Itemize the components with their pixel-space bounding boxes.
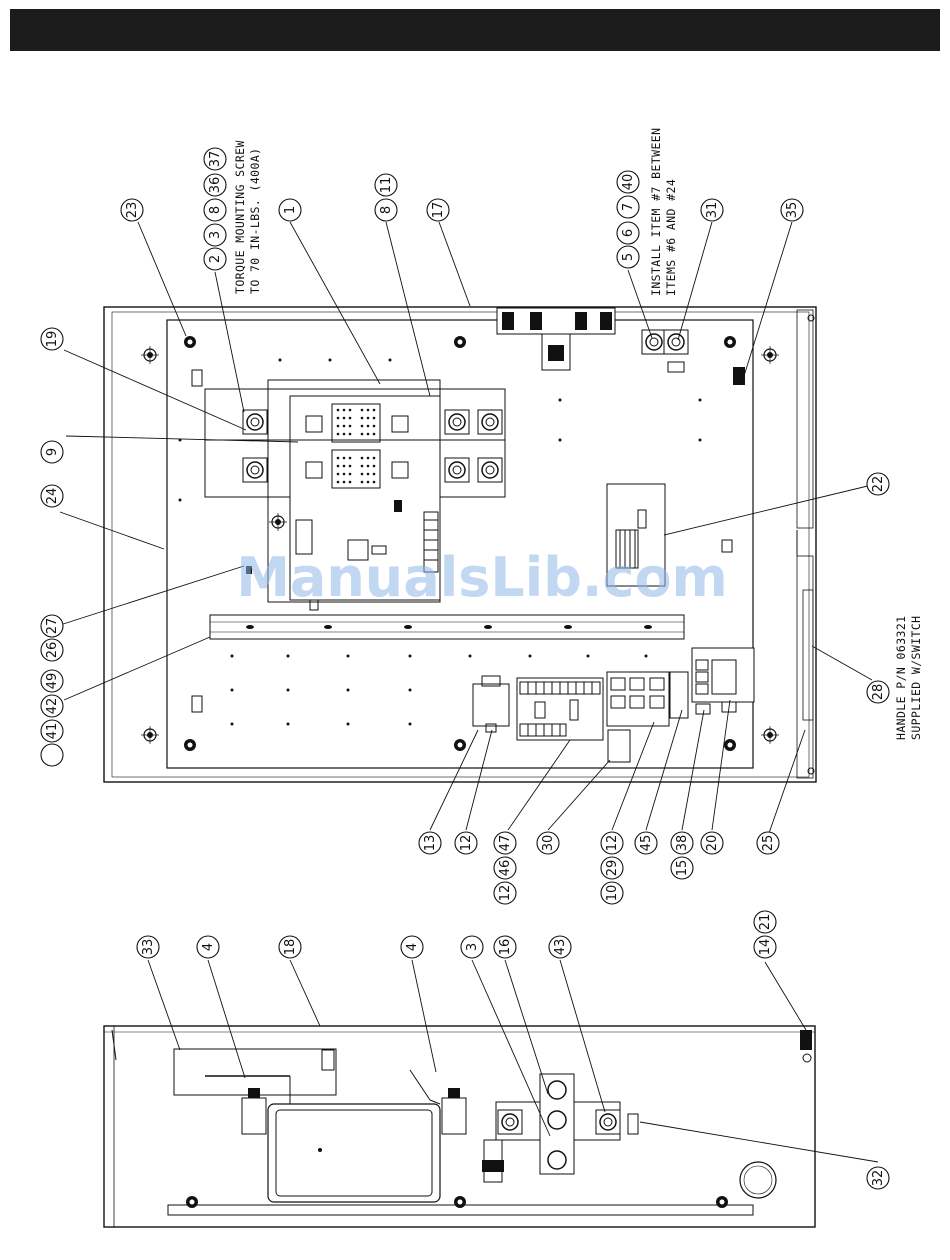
- callout-29: 29: [605, 860, 620, 877]
- callout-42: 42: [45, 698, 60, 715]
- callout-20: 20: [705, 835, 720, 852]
- callout-38: 38: [675, 835, 690, 852]
- callout-30: 30: [541, 835, 556, 852]
- callout-8: 8: [208, 206, 223, 214]
- callout-22: 22: [871, 476, 886, 493]
- callout-15: 15: [675, 860, 690, 877]
- callout-35: 35: [785, 202, 800, 219]
- callout-41: 41: [45, 723, 60, 740]
- callout-3: 3: [208, 231, 223, 239]
- handle-note-line2: SUPPLIED W/SWITCH: [909, 615, 923, 740]
- callout-33: 33: [141, 939, 156, 956]
- callout-27: 27: [45, 618, 60, 635]
- callout-19: 19: [45, 331, 60, 348]
- callout-7: 7: [621, 203, 636, 211]
- neutral-block: [482, 1074, 638, 1182]
- callout-26: 26: [45, 642, 60, 659]
- callout-12c: 12: [605, 835, 620, 852]
- callout-12b: 12: [498, 885, 513, 902]
- callout-circles: [41, 148, 889, 1189]
- callout-46: 46: [498, 860, 513, 877]
- callout-28: 28: [871, 684, 886, 701]
- upper-enclosure: [104, 307, 816, 782]
- callout-45: 45: [639, 835, 654, 852]
- callout-1: 1: [283, 206, 298, 214]
- callout-numbers: 23 2 3 8 36 37 1 8 11 17 5 6 7 40 31 35 …: [45, 151, 886, 1187]
- top-mounting-bracket: [497, 308, 615, 370]
- callout-49: 49: [45, 673, 60, 690]
- callout-8b: 8: [379, 206, 394, 214]
- install-note-line2: ITEMS #6 AND #24: [664, 179, 678, 296]
- torque-note-line2: TO 70 IN-LBS. (400A): [248, 148, 262, 294]
- callout-14: 14: [758, 939, 773, 956]
- callout-31: 31: [705, 202, 720, 219]
- callout-24: 24: [45, 488, 60, 505]
- callout-43: 43: [553, 939, 568, 956]
- callout-21: 21: [758, 914, 773, 931]
- callout-10: 10: [605, 885, 620, 902]
- callout-36: 36: [208, 177, 223, 194]
- callout-3b: 3: [465, 943, 480, 951]
- transformer: [242, 1070, 466, 1202]
- torque-note-line1: TORQUE MOUNTING SCREW: [233, 140, 247, 294]
- din-rail: [210, 615, 684, 639]
- callout-23: 23: [125, 202, 140, 219]
- callout-11: 11: [379, 177, 394, 194]
- callout-47: 47: [498, 835, 513, 852]
- lower-enclosure: [104, 1026, 815, 1227]
- watermark: ManualsLib.com: [236, 546, 728, 609]
- callout-6: 6: [621, 229, 636, 237]
- callout-13: 13: [423, 835, 438, 852]
- callout-37: 37: [208, 151, 223, 168]
- callout-4b: 4: [405, 943, 420, 951]
- callout-2: 2: [208, 255, 223, 263]
- callout-18: 18: [283, 939, 298, 956]
- callout-9: 9: [45, 448, 60, 456]
- callout-40: 40: [621, 174, 636, 191]
- leader-lines: [60, 222, 878, 1162]
- handle-note-line1: HANDLE P/N 063321: [894, 615, 908, 740]
- control-board: [517, 678, 603, 740]
- callout-17: 17: [431, 202, 446, 219]
- callout-4a: 4: [201, 943, 216, 951]
- callout-5: 5: [621, 253, 636, 261]
- callout-32: 32: [871, 1170, 886, 1187]
- install-note-line1: INSTALL ITEM #7 BETWEEN: [649, 128, 663, 296]
- callout-25: 25: [761, 835, 776, 852]
- callout-16: 16: [498, 939, 513, 956]
- callout-12a: 12: [459, 835, 474, 852]
